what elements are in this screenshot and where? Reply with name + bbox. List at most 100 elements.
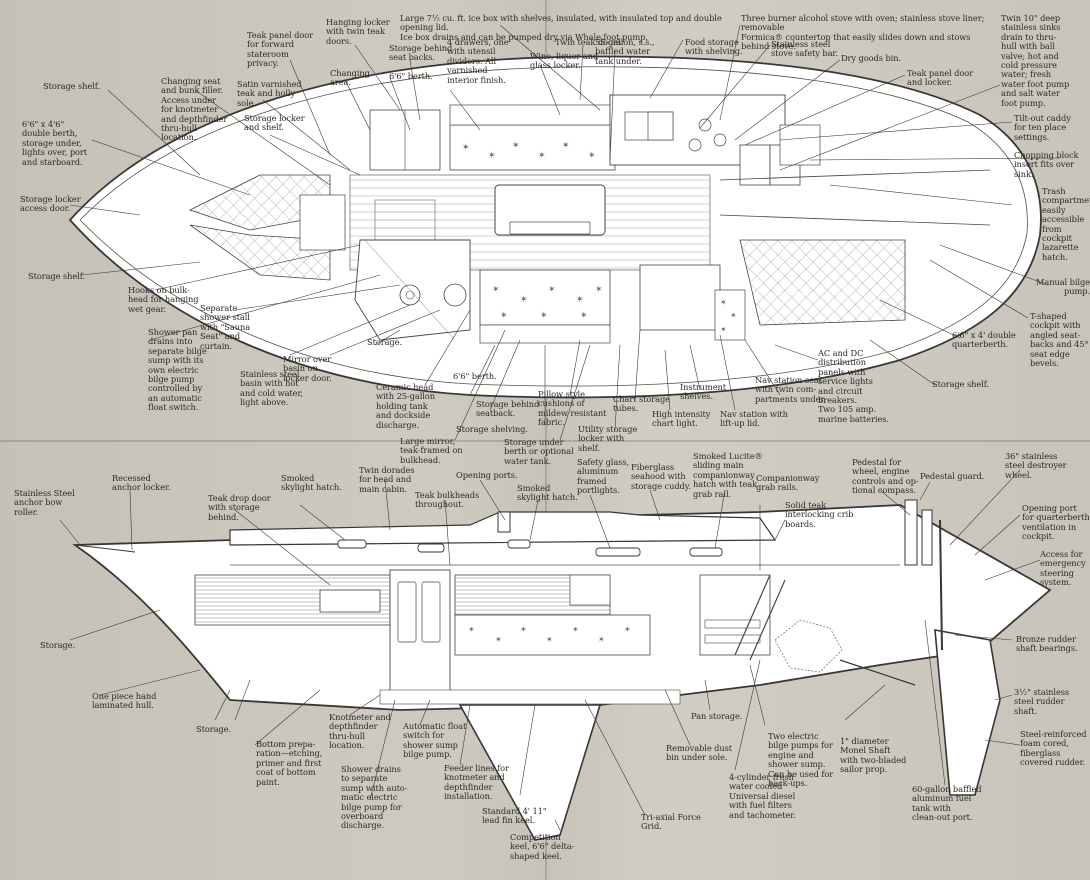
label-chart-storage: Chart storage tubes.: [613, 394, 670, 414]
profile-leader-lines: [59, 469, 1041, 831]
svg-text:✶: ✶: [730, 311, 737, 320]
svg-text:✶: ✶: [492, 285, 500, 295]
svg-text:✶: ✶: [588, 151, 596, 161]
label-wine-locker: Wine, liquor and glass locker.: [530, 51, 599, 71]
label-manual-bilge: Manual bilge pump.: [1035, 277, 1090, 297]
label-lead-fin: Standard 4' 11" lead fin keel.: [482, 806, 547, 826]
quarterberth: [739, 239, 906, 326]
label-knotmeter: Knotmeter and depthfinder thru-hull loca…: [329, 712, 391, 751]
label-changing-area: Changing area.: [330, 68, 370, 88]
label-bow-roller: Stainless Steel anchor bow roller.: [14, 488, 75, 517]
nav-station: [639, 264, 721, 331]
label-utility-locker: Utility storage locker with shelf.: [578, 424, 638, 453]
label-fiberglass-seahood: Fiberglass seahood with storage cuddy.: [631, 462, 691, 491]
label-satin-varnished: Satin varnished teak and holly sole.: [237, 79, 302, 108]
label-teak-panel-door-fwd: Teak panel door for forward stateroom pr…: [247, 30, 313, 69]
svg-text:✶: ✶: [546, 635, 553, 644]
label-smoked-skylight-2: Smoked skylight hatch.: [517, 483, 578, 503]
label-opening-ports: Opening ports.: [456, 470, 518, 480]
label-hanging-locker: Hanging locker with twin teak doors.: [326, 17, 390, 46]
label-smoked-lucite: Smoked Lucite® sliding main companionway…: [693, 451, 763, 499]
profile-view: ✶✶✶✶✶✶✶: [72, 499, 1052, 841]
label-tri-axial: Tri-axial Force Grid.: [641, 812, 701, 832]
label-storage-shelving: Storage shelving.: [456, 424, 528, 434]
rudder: [934, 629, 1001, 796]
label-hooks: Hooks on bulk- head for hanging wet gear…: [128, 285, 199, 314]
svg-text:✶: ✶: [462, 143, 470, 153]
label-destroyer-wheel: 36" stainless steel destroyer wheel.: [1005, 451, 1067, 480]
settee-port: [449, 124, 616, 171]
label-auto-float: Automatic float switch for shower sump b…: [403, 721, 467, 760]
svg-text:✶: ✶: [520, 625, 527, 634]
label-chopping-block: Chopping block insert fits over sink.: [1014, 150, 1079, 179]
label-two-electric: Two electric bilge pumps for engine and …: [768, 731, 834, 789]
label-four-cylinder: 4-cylinder fresh water cooled Universal …: [729, 772, 796, 820]
horizontal-fold-crease: [0, 440, 1090, 442]
label-fuel-tank: 60-gallon baffled aluminum fuel tank wit…: [912, 784, 982, 823]
label-quarterberth: 6'6" x 4' double quarterberth.: [952, 330, 1016, 350]
plan-view: ✶✶✶✶✶✶ ✶✶✶✶✶ ✶✶✶: [68, 55, 1042, 399]
svg-text:✶: ✶: [580, 311, 588, 321]
label-opening-port-qb: Opening port for quarterberth ventilatio…: [1022, 503, 1090, 542]
label-rudder-shaft: 3½" stainless steel rudder shaft.: [1014, 687, 1070, 716]
label-three-burner: Three burner alcohol stove with oven; st…: [741, 13, 985, 52]
label-storage: Storage.: [367, 337, 402, 347]
label-storage-shelf: Storage shelf.: [43, 81, 100, 91]
label-teak-panel-door-locker: Teak panel door and locker.: [907, 68, 973, 88]
label-bottom-prep: Bottom prepa- ration—etching, primer and…: [256, 739, 323, 787]
svg-text:✶: ✶: [572, 625, 579, 634]
svg-text:✶: ✶: [468, 625, 475, 634]
label-dry-goods: Dry goods bin.: [841, 53, 901, 63]
label-bronze-rudder: Bronze rudder shaft bearings.: [1016, 634, 1078, 654]
engine-sketch: [774, 619, 843, 673]
label-tilt-out-caddy: Tilt-out caddy for ten place settings.: [1014, 113, 1071, 142]
label-berth-66-b: 6'6" berth.: [389, 71, 433, 81]
label-feeder-lines: Feeder lines for knotmeter and depthfind…: [444, 763, 509, 802]
label-teak-drop-door: Teak drop door with storage behind.: [208, 493, 271, 522]
label-food-storage: Food storage with shelving.: [685, 37, 743, 57]
label-high-intensity: High intensity chart light.: [652, 409, 711, 429]
label-storage-locker-shelf: Storage locker and shelf.: [244, 113, 305, 133]
v-berth-stbd: [189, 224, 331, 281]
svg-text:✶: ✶: [520, 295, 528, 305]
label-pedestal-guard: Pedestal guard.: [920, 471, 985, 481]
svg-text:✶: ✶: [720, 298, 727, 307]
label-shower-drains: Shower drains to separate sump with auto…: [341, 764, 408, 831]
label-teak-bulkheads: Teak bulkheads throughout.: [415, 490, 480, 510]
label-smoked-skylight-1: Smoked skylight hatch.: [281, 473, 342, 493]
label-steel-reinforced: Steel-reinforced foam cored, fiberglass …: [1020, 729, 1087, 768]
label-storage-behind-seatbacks: Storage behind seat backs.: [389, 43, 453, 63]
label-separate-shower: Separate shower stall with "Sauna Seat" …: [200, 303, 251, 351]
svg-text:✶: ✶: [512, 141, 520, 151]
label-stainless-basin: Stainless steel basin with hot and cold …: [240, 369, 303, 408]
label-double-berth: 6'6" x 4'6" double berth, storage under,…: [22, 119, 88, 167]
label-berth-66: 6'6" berth.: [453, 371, 497, 381]
label-changing-seat: Changing seat and bunk filler. Access un…: [161, 76, 228, 143]
label-nav-station-lid: Nav station with lift-up lid.: [720, 409, 788, 429]
svg-text:✶: ✶: [548, 285, 556, 295]
label-ac-dc: AC and DC distribution panels with servi…: [818, 348, 889, 424]
label-storage-shelf-4: Storage shelf.: [932, 379, 989, 389]
svg-text:✶: ✶: [595, 285, 603, 295]
label-storage-b2: Storage.: [196, 724, 231, 734]
label-removable-dust: Removable dust bin under sole.: [666, 743, 733, 763]
label-emergency-steering: Access for emergency steering system.: [1040, 549, 1086, 588]
label-twin-teak-doors: Twin teak doors.: [555, 37, 624, 47]
plan-leader-lines: [69, 24, 1061, 441]
label-pedestal: Pedestal for wheel, engine controls and …: [852, 457, 919, 496]
label-storage-under-berth: Storage under berth or optional water ta…: [504, 437, 574, 466]
label-instrument-shelves: Instrument shelves.: [680, 382, 726, 402]
label-ice-box: Large 7½ cu. ft. ice box with shelves, i…: [400, 13, 722, 42]
label-storage-behind-seatback: Storage behind seatback.: [476, 399, 540, 419]
vertical-fold-crease: [545, 0, 547, 880]
svg-text:✶: ✶: [624, 625, 631, 634]
label-companionway-rails: Companionway grab rails.: [756, 473, 820, 493]
label-nav-station-seat: Nav station seat with twin com- partment…: [755, 375, 826, 404]
svg-text:✶: ✶: [488, 151, 496, 161]
label-monel-shaft: 1" diameter Monel Shaft with two-bladed …: [840, 736, 907, 775]
label-t-shaped-cockpit: T-shaped cockpit with angled seat- backs…: [1030, 311, 1089, 369]
svg-text:✶: ✶: [540, 311, 548, 321]
label-one-piece-hull: One piece hand laminated hull.: [92, 691, 157, 711]
label-pillow-cushions: Pillow style cushions of mildew resistan…: [538, 389, 607, 428]
